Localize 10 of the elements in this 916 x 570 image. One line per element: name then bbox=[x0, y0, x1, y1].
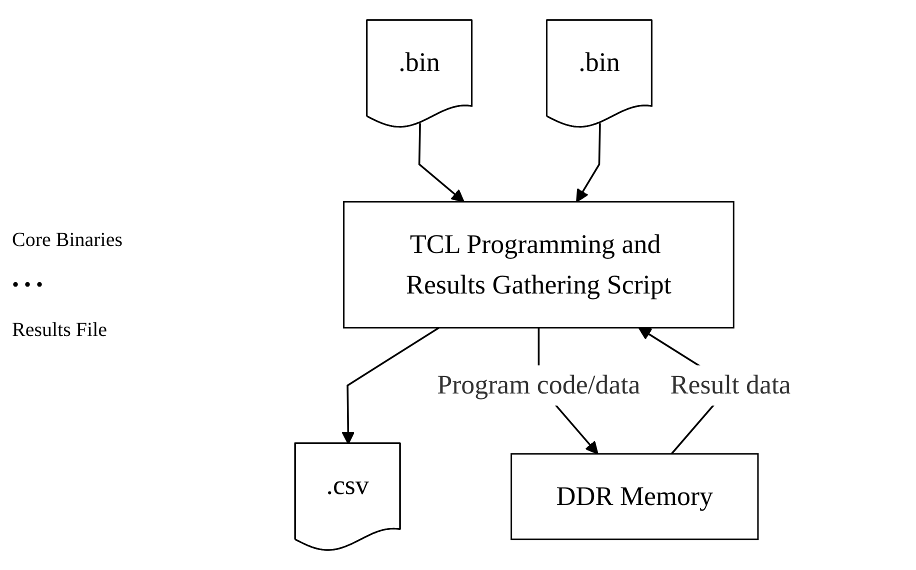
label-text: Core Binaries bbox=[11, 228, 124, 252]
edge-label: Program code/data bbox=[437, 370, 640, 400]
arrow bbox=[418, 123, 464, 202]
label-text: • • • bbox=[11, 272, 44, 298]
node-box: DDR Memory bbox=[510, 453, 759, 540]
edge-label: Result data bbox=[670, 370, 791, 400]
node-box: TCL Programming and Results Gathering Script bbox=[343, 201, 734, 328]
label-text: Results File bbox=[11, 318, 108, 342]
arrow bbox=[342, 326, 440, 445]
arrow bbox=[576, 123, 601, 202]
